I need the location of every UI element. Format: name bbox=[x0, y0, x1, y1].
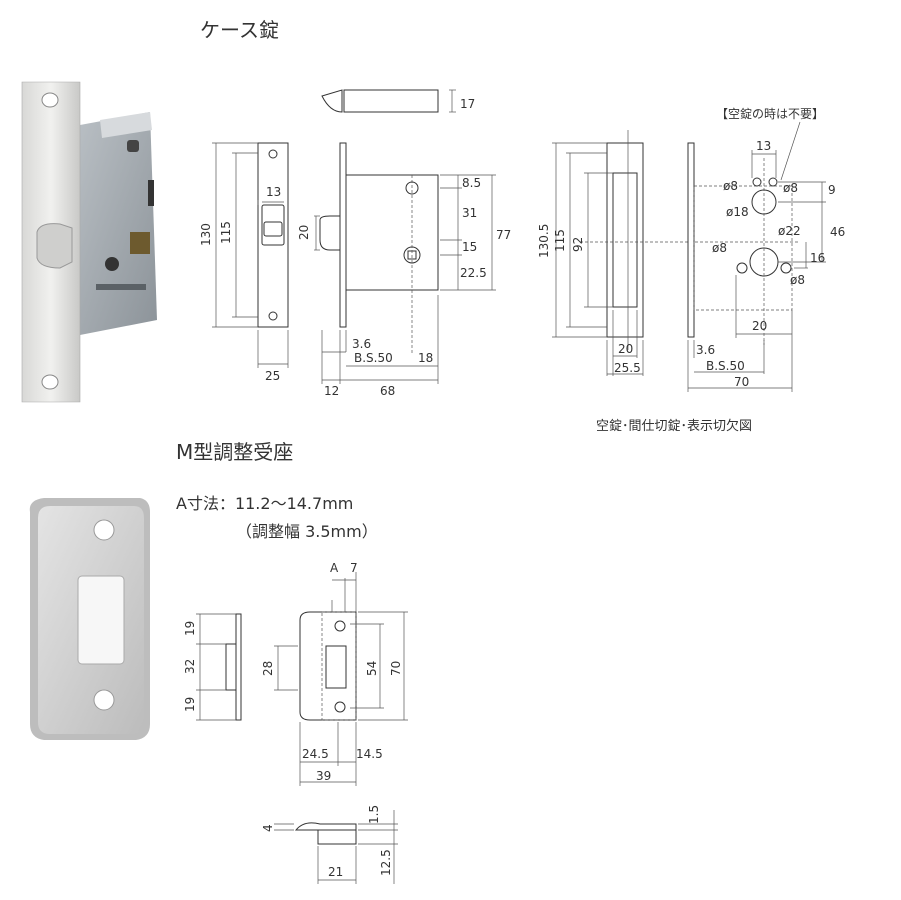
a-dimension-note: A寸法：11.2〜14.7mm bbox=[176, 494, 354, 513]
dim-A: A bbox=[330, 561, 339, 575]
dim-14-5: 14.5 bbox=[356, 747, 383, 761]
dim-1-5: 1.5 bbox=[367, 805, 381, 824]
dim-20-cut: 20 bbox=[618, 342, 633, 356]
dim-phi8-d: ø8 bbox=[790, 273, 805, 287]
dim-70-cut: 70 bbox=[734, 375, 749, 389]
dim-21: 21 bbox=[328, 865, 343, 879]
dim-92: 92 bbox=[571, 237, 585, 252]
dim-77: 77 bbox=[496, 228, 511, 242]
dim-phi18: ø18 bbox=[726, 205, 749, 219]
dim-32: 32 bbox=[183, 659, 197, 674]
dim-3-6: 3.6 bbox=[352, 337, 371, 351]
dim-phi8-c: ø8 bbox=[712, 241, 727, 255]
cutout-caption: 空錠･間仕切錠･表示切欠図 bbox=[596, 419, 753, 434]
dim-18: 18 bbox=[418, 351, 433, 365]
dim-46: 46 bbox=[830, 225, 845, 239]
dim-16: 16 bbox=[810, 251, 825, 265]
cutout-note: 【空錠の時は不要】 bbox=[716, 106, 824, 121]
strike-bottom-profile bbox=[274, 810, 398, 884]
dim-54: 54 bbox=[365, 661, 379, 676]
dim-bs50: B.S.50 bbox=[354, 351, 393, 365]
dim-115: 115 bbox=[219, 221, 233, 244]
dim-20-cutb: 20 bbox=[752, 319, 767, 333]
dim-7: 7 bbox=[350, 561, 358, 575]
dim-25: 25 bbox=[265, 369, 280, 383]
dim-13-cut: 13 bbox=[756, 139, 771, 153]
dim-31: 31 bbox=[462, 206, 477, 220]
case-lock-title: ケース錠 bbox=[200, 18, 279, 42]
dim-phi8-b: ø8 bbox=[783, 181, 798, 195]
dim-19-top: 19 bbox=[183, 621, 197, 636]
dim-12: 12 bbox=[324, 384, 339, 398]
adjust-range-note: （調整幅 3.5mm） bbox=[236, 522, 378, 541]
dim-12-5: 12.5 bbox=[379, 849, 393, 876]
dim-13: 13 bbox=[266, 185, 281, 199]
cutout-drawing bbox=[552, 121, 826, 392]
dim-bs50-cut: B.S.50 bbox=[706, 359, 745, 373]
dim-20-latch: 20 bbox=[297, 225, 311, 240]
dim-9: 9 bbox=[828, 183, 836, 197]
dim-24-5: 24.5 bbox=[302, 747, 329, 761]
strike-front-view bbox=[274, 572, 408, 786]
strike-plate-photo bbox=[29, 498, 150, 740]
dim-19-bottom: 19 bbox=[183, 697, 197, 712]
dim-25-5: 25.5 bbox=[614, 361, 641, 375]
dim-8-5: 8.5 bbox=[462, 176, 481, 190]
dim-15: 15 bbox=[462, 240, 477, 254]
dim-phi8-a: ø8 bbox=[723, 179, 738, 193]
dim-phi22: ø22 bbox=[778, 224, 801, 238]
strike-title: M型調整受座 bbox=[176, 440, 294, 464]
dim-130-5: 130.5 bbox=[537, 224, 551, 258]
dim-68: 68 bbox=[380, 384, 395, 398]
dim-130: 130 bbox=[199, 223, 213, 246]
dim-28: 28 bbox=[261, 661, 275, 676]
dim-4: 4 bbox=[261, 824, 275, 832]
strike-side-profile bbox=[196, 613, 242, 721]
case-lock-photo bbox=[21, 81, 157, 403]
dim-70-strike: 70 bbox=[389, 661, 403, 676]
dim-22-5: 22.5 bbox=[460, 266, 487, 280]
dim-39: 39 bbox=[316, 769, 331, 783]
dim-115-cut: 115 bbox=[553, 229, 567, 252]
lock-side-view bbox=[314, 89, 496, 384]
dim-17: 17 bbox=[460, 97, 475, 111]
dim-3-6-cut: 3.6 bbox=[696, 343, 715, 357]
lock-face-front-view bbox=[212, 142, 289, 368]
